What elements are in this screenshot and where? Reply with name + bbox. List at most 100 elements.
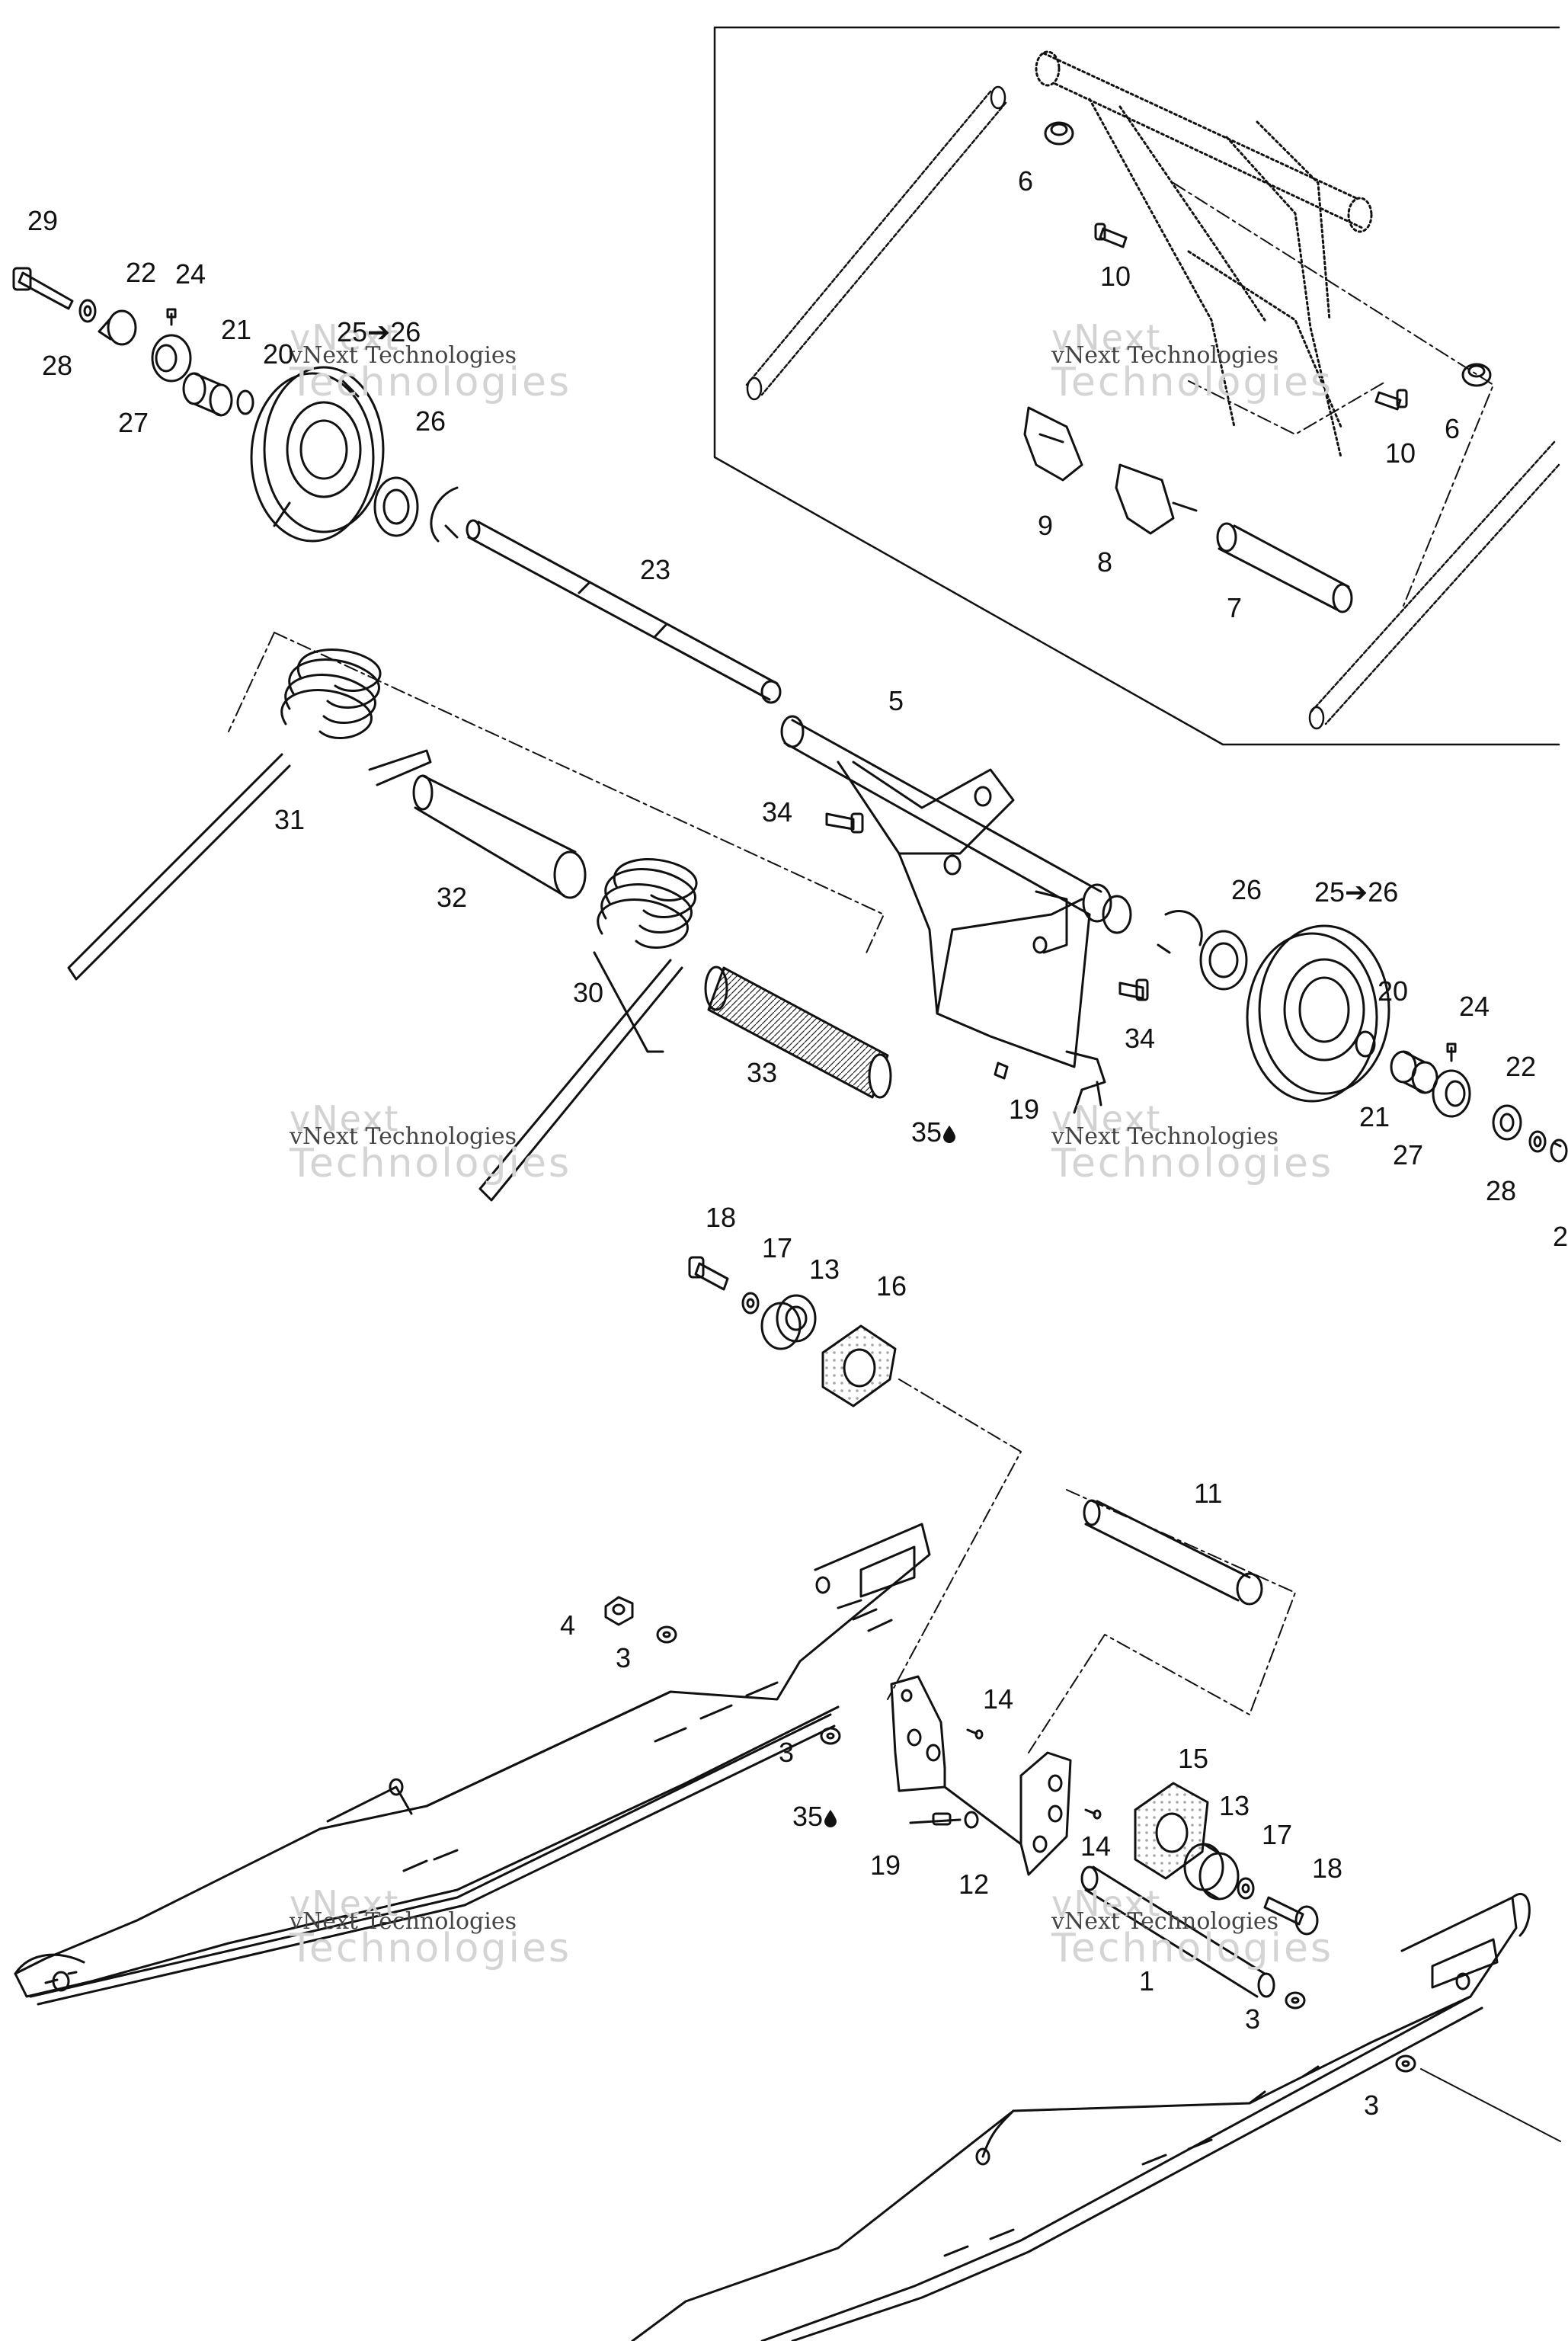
bushing-21b [1390, 1050, 1438, 1094]
washer-17b [1237, 1877, 1255, 1900]
inset-frame [713, 26, 1560, 746]
callout-14: 14 [983, 1683, 1014, 1715]
watermark: vNext vNext Technologies Technologies [290, 317, 572, 405]
callout-26: 26 [415, 405, 446, 437]
callout-32: 32 [437, 882, 468, 913]
callout-2-cut: 2 [1553, 1221, 1568, 1252]
rivet-14a [966, 1728, 984, 1740]
grease-fitting-19b [909, 1811, 979, 1829]
inset-tube-right [1308, 440, 1560, 730]
bolt-29b-cut [1550, 1138, 1568, 1163]
grease-fitting-19a [994, 1062, 1009, 1080]
watermark: vNext vNext Technologies Technologies [290, 1883, 572, 1971]
callout-25-to-26: 25➔26 [1314, 876, 1399, 908]
rail-axis-line [1420, 2068, 1561, 2142]
inset-bolt-10a [1094, 223, 1128, 248]
callout-6: 6 [1018, 165, 1034, 197]
spacer-22a [98, 309, 137, 346]
bracket-12 [890, 1675, 1072, 1876]
washer-28a [78, 299, 97, 323]
callout-27: 27 [118, 407, 149, 438]
callout-30: 30 [573, 977, 604, 1008]
bearing-26a [373, 476, 419, 537]
inset-bracket-9 [1023, 406, 1083, 482]
callout-20: 20 [1378, 975, 1409, 1007]
main-arm-5 [780, 715, 1132, 1114]
inset-bushing-6a [1044, 121, 1074, 146]
circlip-20a [236, 389, 254, 415]
callout-20: 20 [263, 338, 294, 370]
callout-8: 8 [1097, 546, 1113, 578]
inset-tube-left [745, 85, 1007, 401]
collar-27b [1432, 1069, 1471, 1118]
callout-3: 3 [779, 1737, 795, 1768]
washer-3b [820, 1727, 841, 1745]
callout-35: 35 [911, 1119, 957, 1146]
callout-28: 28 [1486, 1175, 1517, 1206]
watermark: vNext vNext Technologies Technologies [1051, 1098, 1334, 1187]
callout-19: 19 [870, 1849, 901, 1881]
collar-27a [151, 334, 192, 383]
callout-17: 17 [1262, 1819, 1293, 1850]
grease-drop-icon [824, 1810, 837, 1827]
callout-24: 24 [175, 258, 206, 290]
circlip-outer-a [430, 486, 459, 543]
callout-11: 11 [1194, 1478, 1223, 1509]
callout-13: 13 [1219, 1790, 1250, 1821]
spring-30 [478, 858, 698, 1202]
washer-3c [1285, 1991, 1306, 2010]
watermark: vNext vNext Technologies Technologies [1051, 1883, 1334, 1971]
callout-34: 34 [1125, 1023, 1156, 1054]
assembly-dash-box [228, 632, 885, 957]
callout-10: 10 [1385, 437, 1416, 469]
bolt-34a [825, 812, 864, 834]
spacer-13b [1183, 1843, 1240, 1901]
dash-box-11 [1028, 1489, 1296, 1753]
callout-31: 31 [274, 804, 306, 835]
callout-23: 23 [640, 554, 671, 585]
inset-bracket-8 [1115, 463, 1198, 535]
callout-17: 17 [762, 1232, 793, 1263]
callout-18: 18 [706, 1202, 737, 1233]
callout-33: 33 [747, 1057, 778, 1088]
washer-3a [656, 1625, 677, 1644]
right-rail [631, 1892, 1531, 2341]
bolt-34b [1118, 978, 1149, 1001]
callout-29: 29 [27, 205, 59, 236]
block-16 [821, 1324, 897, 1407]
washer-3d [1395, 2054, 1416, 2073]
callout-22: 22 [1506, 1051, 1537, 1082]
wheel-25a [250, 366, 385, 543]
callout-35: 35 [792, 1803, 838, 1830]
bolt-18b [1263, 1896, 1319, 1936]
pin-11 [1083, 1499, 1263, 1606]
callout-21: 21 [221, 314, 252, 345]
circlip-outer-b [1157, 910, 1203, 954]
watermark: vNext vNext Technologies Technologies [290, 1098, 572, 1187]
spacer-13a [760, 1294, 817, 1350]
callout-13: 13 [809, 1254, 840, 1285]
callout-28: 28 [42, 350, 73, 381]
left-rail [14, 1523, 931, 2006]
callout-19: 19 [1009, 1094, 1040, 1125]
callout-25-to-26: 25➔26 [337, 316, 421, 347]
callout-27: 27 [1393, 1139, 1424, 1170]
shaft-23 [466, 519, 782, 704]
callout-14: 14 [1080, 1830, 1112, 1862]
callout-6: 6 [1445, 413, 1461, 444]
bumper-33 [704, 966, 892, 1099]
block-15 [1134, 1782, 1209, 1880]
callout-21: 21 [1359, 1101, 1390, 1132]
callout-3: 3 [616, 1642, 632, 1673]
wheel-25b [1246, 924, 1390, 1103]
pin-24a [166, 308, 177, 326]
rivet-14b [1084, 1808, 1102, 1820]
callout-7: 7 [1227, 592, 1243, 623]
circlip-20b [1355, 1030, 1376, 1058]
callout-16: 16 [876, 1270, 907, 1302]
washer-28b [1528, 1130, 1547, 1153]
bolt-18a [688, 1256, 729, 1291]
inset-pin-7 [1216, 522, 1353, 613]
